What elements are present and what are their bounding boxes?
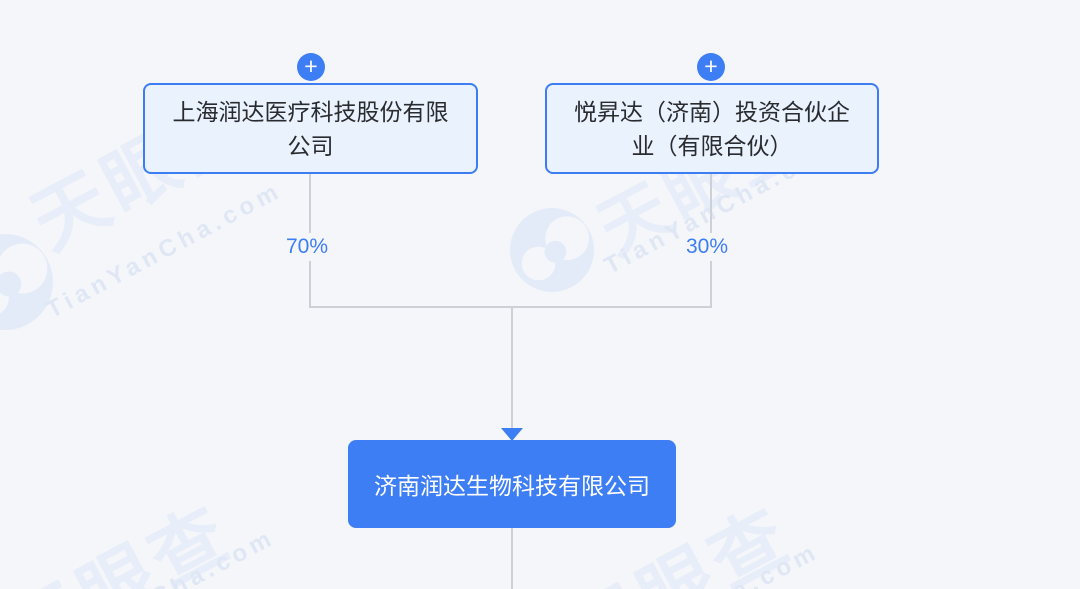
connector-line-bottom [511,528,513,589]
arrow-down-icon [501,428,523,441]
watermark-domain-text: TianYanCha.com [42,176,287,324]
target-company-node[interactable]: 济南润达生物科技有限公司 [348,440,676,528]
tianyancha-logo-icon [0,234,53,330]
parent-company-node[interactable]: 悦昇达（济南）投资合伙企业（有限合伙） [545,83,879,174]
parent-company-name: 悦昇达（济南）投资合伙企业（有限合伙） [574,98,850,159]
target-company-name: 济南润达生物科技有限公司 [374,473,650,499]
watermark-domain-text: TianYanCha.com [579,538,824,589]
parent-company-name: 上海润达医疗科技股份有限公司 [172,98,449,159]
plus-icon: + [704,52,718,79]
share-percentage-label: 30% [680,233,734,261]
plus-icon: + [304,52,318,79]
watermark-brand-text: 天眼查 [0,490,246,589]
expand-parent-button[interactable]: + [297,53,325,81]
connector-line-center [511,307,513,429]
connector-line-horizontal [309,306,712,308]
parent-company-node[interactable]: 上海润达医疗科技股份有限公司 [143,83,478,174]
expand-parent-button[interactable]: + [697,53,725,81]
tianyancha-logo-icon [510,208,594,292]
share-percentage-label: 70% [280,233,334,261]
watermark-domain-text: TianYanCha.com [35,524,280,589]
